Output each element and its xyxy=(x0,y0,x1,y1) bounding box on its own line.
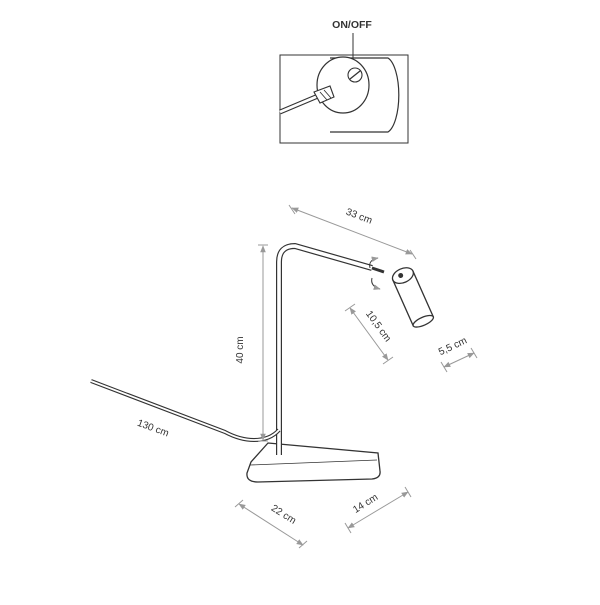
label-head-diameter: 5,5 cm xyxy=(437,335,469,358)
lamp-head xyxy=(391,267,435,328)
label-arm-length: 33 cm xyxy=(344,207,373,227)
inset-joint-hatch xyxy=(319,89,332,101)
lamp-arm-end xyxy=(371,266,385,274)
dim-arm-tick-right xyxy=(409,249,417,260)
dim-diameter-tick-left xyxy=(440,361,448,373)
dim-diameter-line xyxy=(443,352,475,368)
rotation-arrow-bottom-icon xyxy=(371,277,381,290)
lamp-cable-fill xyxy=(90,380,280,441)
on-off-label: ON/OFF xyxy=(332,19,372,31)
dim-head-line xyxy=(349,307,389,361)
switch-slot xyxy=(349,70,361,80)
label-base-width: 14 cm xyxy=(351,492,380,516)
dim-base-width-tick-right xyxy=(404,486,412,498)
switch-detail-inset: ON/OFF xyxy=(279,19,409,144)
inset-frame xyxy=(279,54,409,144)
dim-arm-tick-left xyxy=(288,204,296,215)
dim-base-length-line xyxy=(238,503,304,546)
lamp-arm-fill xyxy=(277,244,373,455)
lamp-arm-outline xyxy=(276,243,373,455)
dim-arm-line xyxy=(291,207,413,255)
dim-diameter-tick-right xyxy=(470,347,478,359)
label-height: 40 cm xyxy=(235,336,246,363)
dim-head-tick-top xyxy=(344,303,356,312)
rotation-arrow-top-icon xyxy=(369,256,379,269)
label-cable-length: 130 cm xyxy=(136,418,171,440)
lamp-head-bottom xyxy=(412,314,435,328)
lamp-base-top-edge xyxy=(249,459,378,466)
lamp-cable-outline xyxy=(90,379,281,443)
dim-head-tick-bottom xyxy=(382,356,394,365)
inset-arm-joint xyxy=(313,85,335,104)
dim-base-length-tick-right xyxy=(298,540,308,549)
dim-base-width-tick-left xyxy=(344,522,352,534)
label-base-length: 22 cm xyxy=(269,503,298,527)
lamp-head-switch-icon xyxy=(398,272,404,278)
dim-base-length-tick-left xyxy=(234,499,244,508)
dimension-lines xyxy=(234,204,478,549)
dim-base-width-line xyxy=(347,491,409,529)
label-head-length: 10,5 cm xyxy=(363,309,393,344)
inset-arm-inner xyxy=(279,94,319,114)
inset-lamp-head-face xyxy=(316,56,370,114)
